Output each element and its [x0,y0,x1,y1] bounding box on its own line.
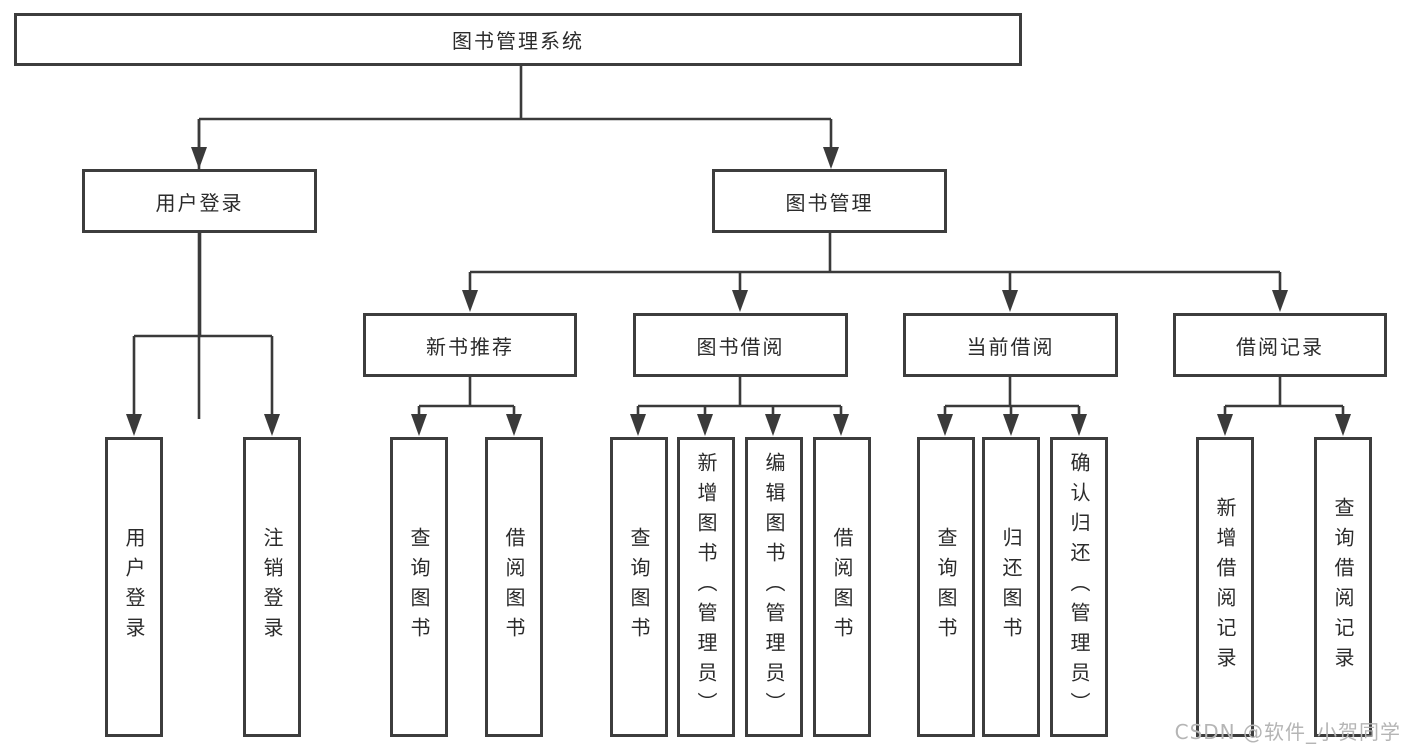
leaf-logout: 注销登录 [243,437,301,737]
node-book-management: 图书管理 [712,169,947,233]
leaf-current-confirm-return-admin-label: 确认归还（管理员） [1067,452,1091,722]
node-new-book-recommend: 新书推荐 [363,313,577,377]
node-current-borrow-label: 当前借阅 [966,334,1055,359]
connector-newbook-to-leaves [411,377,522,436]
node-book-management-label: 图书管理 [785,190,874,215]
leaf-user-login-label: 用户登录 [122,527,146,647]
node-book-borrow-label: 图书借阅 [696,334,785,359]
node-borrow-records: 借阅记录 [1173,313,1387,377]
leaf-newbook-query-books: 查询图书 [390,437,448,737]
csdn-watermark: CSDN @软件_小贺同学 [1174,720,1401,744]
node-user-login-label: 用户登录 [155,190,244,215]
leaf-logout-label: 注销登录 [260,527,284,647]
leaf-newbook-borrow-books: 借阅图书 [485,437,543,737]
node-book-borrow: 图书借阅 [633,313,848,377]
leaf-borrow-add-books-admin: 新增图书（管理员） [677,437,735,737]
leaf-current-return-books: 归还图书 [982,437,1040,737]
leaf-borrow-query-books-label: 查询图书 [627,527,651,647]
leaf-records-query-record: 查询借阅记录 [1314,437,1372,737]
leaf-records-query-record-label: 查询借阅记录 [1331,497,1355,677]
leaf-user-login: 用户登录 [105,437,163,737]
connector-management-to-level3 [462,233,1288,312]
leaf-current-query-books: 查询图书 [917,437,975,737]
leaf-records-add-record-label: 新增借阅记录 [1213,497,1237,677]
connector-current-to-leaves [937,377,1087,436]
leaf-borrow-edit-books-admin-label: 编辑图书（管理员） [762,452,786,722]
node-borrow-records-label: 借阅记录 [1236,334,1324,359]
leaf-newbook-borrow-books-label: 借阅图书 [502,527,526,647]
leaf-current-query-books-label: 查询图书 [934,527,958,647]
leaf-current-return-books-label: 归还图书 [999,527,1023,647]
node-root-label: 图书管理系统 [452,29,584,53]
leaf-borrow-edit-books-admin: 编辑图书（管理员） [745,437,803,737]
leaf-newbook-query-books-label: 查询图书 [407,527,431,647]
leaf-current-confirm-return-admin: 确认归还（管理员） [1050,437,1108,737]
leaf-borrow-query-books: 查询图书 [610,437,668,737]
leaf-borrow-borrow-books-label: 借阅图书 [830,527,854,647]
connector-root-to-level2 [191,66,839,419]
node-user-login: 用户登录 [82,169,317,233]
connector-login-to-leaves [126,233,280,436]
leaf-borrow-add-books-admin-label: 新增图书（管理员） [694,452,718,722]
node-new-book-recommend-label: 新书推荐 [426,334,514,359]
connector-records-to-leaves [1217,377,1351,436]
leaf-records-add-record: 新增借阅记录 [1196,437,1254,737]
leaf-borrow-borrow-books: 借阅图书 [813,437,871,737]
connector-borrow-to-leaves [630,377,849,436]
node-root-system: 图书管理系统 [14,13,1022,66]
node-current-borrow: 当前借阅 [903,313,1118,377]
